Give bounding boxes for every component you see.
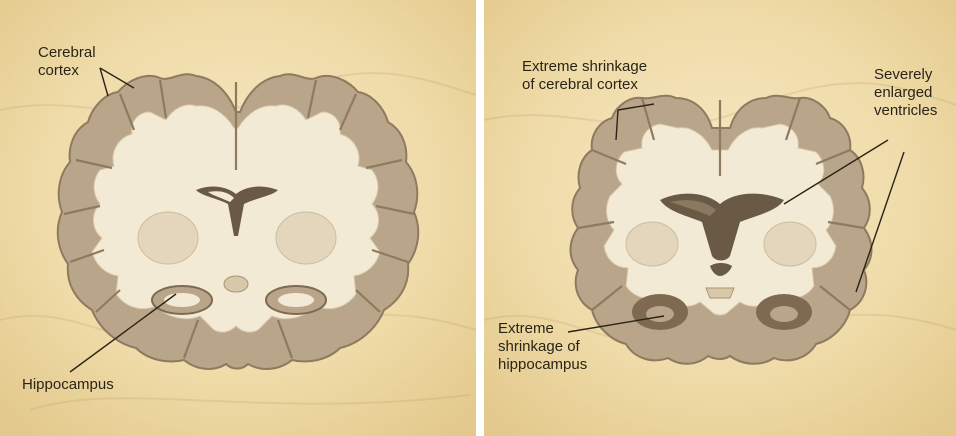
healthy-brain [58, 74, 419, 369]
enlarged-ventricles-label: Severely enlarged ventricles [874, 66, 937, 120]
hippocampus-label: Hippocampus [22, 376, 114, 394]
alzheimer-brain-panel: Extreme shrinkage of cerebral cortex Sev… [484, 0, 956, 436]
cerebral-cortex-label: Cerebral cortex [38, 44, 96, 80]
hippocampus-shrinkage-label: Extreme shrinkage of hippocampus [498, 320, 587, 374]
cortex-shrinkage-label: Extreme shrinkage of cerebral cortex [522, 58, 647, 94]
healthy-brain-panel: Cerebral cortex Hippocampus [0, 0, 476, 436]
shrunken-hippocampus-right [756, 294, 812, 330]
hippocampus-left [152, 286, 212, 314]
shrunken-hippocampus-left [632, 294, 688, 330]
hippocampus-right [266, 286, 326, 314]
